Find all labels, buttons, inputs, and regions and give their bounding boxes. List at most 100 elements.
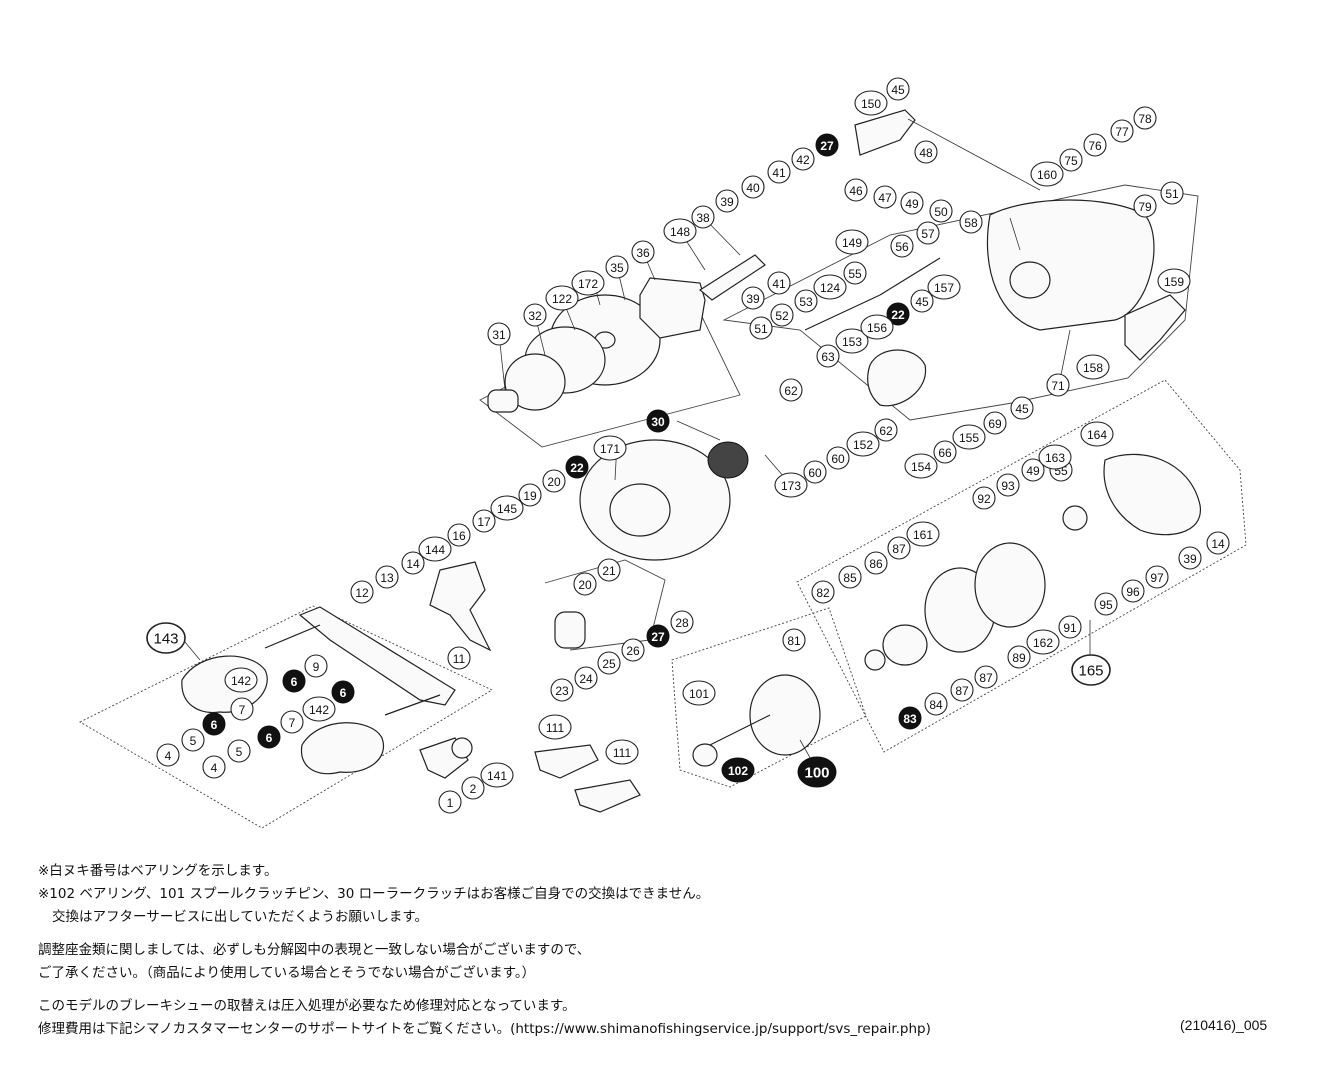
part-number-text: 66 <box>938 446 952 460</box>
part-label-circle <box>1083 133 1107 157</box>
part-label-144: 144 <box>418 536 452 562</box>
part-label-circle <box>815 133 839 157</box>
part-number-text: 122 <box>552 292 572 306</box>
part-label-155: 155 <box>952 424 986 450</box>
leader-line <box>907 118 1041 191</box>
part-label-57: 57 <box>916 221 940 245</box>
part-number-text: 171 <box>600 442 620 456</box>
part-label-circle <box>770 303 794 327</box>
part-label-circle <box>1038 444 1072 470</box>
part-label-circle <box>854 90 888 116</box>
part-number-text: 52 <box>775 309 789 323</box>
part-label-circle <box>1026 629 1060 655</box>
part-number-text: 2 <box>470 782 477 796</box>
part-number-text: 24 <box>579 672 593 686</box>
part-number-text: 85 <box>843 571 857 585</box>
part-label-45: 45 <box>886 77 910 101</box>
part-label-111: 111 <box>538 714 572 740</box>
part-number-text: 141 <box>487 769 507 783</box>
part-number-text: 69 <box>988 417 1002 431</box>
part-label-circle <box>959 210 983 234</box>
part-number-text: 148 <box>670 225 690 239</box>
level-wind-pipe <box>879 257 941 296</box>
part-label-20: 20 <box>573 572 597 596</box>
note-line: 調整座金類に関しましては、必ずしも分解図中の表現と一致しない場合がございますので… <box>38 942 591 958</box>
clutch-cam <box>867 349 927 407</box>
part-label-51: 51 <box>749 316 773 340</box>
part-label-87: 87 <box>887 536 911 560</box>
part-number-text: 159 <box>1164 275 1184 289</box>
part-label-circle <box>813 274 847 300</box>
part-label-58: 58 <box>959 210 983 234</box>
part-label-63: 63 <box>816 344 840 368</box>
part-label-circle <box>898 706 922 730</box>
part-number-text: 145 <box>497 502 517 516</box>
part-label-circle <box>950 678 974 702</box>
part-number-text: 150 <box>861 97 881 111</box>
part-number-text: 89 <box>1012 651 1026 665</box>
part-label-47: 47 <box>873 185 897 209</box>
part-label-circle <box>605 739 639 765</box>
part-label-79: 79 <box>1133 194 1157 218</box>
part-label-circle <box>1121 579 1145 603</box>
part-label-circle <box>302 696 336 722</box>
part-label-124: 124 <box>813 274 847 300</box>
part-number-text: 35 <box>610 261 624 275</box>
part-label-71: 71 <box>1046 373 1070 397</box>
part-number-text: 39 <box>1183 552 1197 566</box>
part-label-circle <box>741 175 765 199</box>
part-label-77: 77 <box>1110 119 1134 143</box>
part-label-circle <box>900 191 924 215</box>
part-label-148: 148 <box>663 218 697 244</box>
part-number-text: 95 <box>1099 598 1113 612</box>
part-label-165: 165 <box>1071 654 1111 686</box>
note-line: ご了承ください。（商品により使用している場合とそうでない場合がございます。） <box>38 965 536 981</box>
part-number-text: 153 <box>842 335 862 349</box>
part-label-56: 56 <box>890 234 914 258</box>
part-label-96: 96 <box>1121 579 1145 603</box>
part-label-circle <box>1021 458 1045 482</box>
part-label-circle <box>350 580 374 604</box>
part-label-38: 38 <box>691 205 715 229</box>
part-label-circle <box>835 328 869 354</box>
part-number-text: 111 <box>613 746 632 760</box>
note-line: ※102 ベアリング、101 スプールクラッチピン、30 ローラークラッチはお客… <box>38 886 710 902</box>
part-label-163: 163 <box>1038 444 1072 470</box>
part-label-circle <box>621 638 645 662</box>
spool-bearing-83 <box>864 649 886 671</box>
part-label-circle <box>803 460 827 484</box>
part-number-text: 164 <box>1087 428 1107 442</box>
part-number-text: 28 <box>675 616 689 630</box>
part-label-circle <box>906 521 940 547</box>
part-label-60: 60 <box>803 460 827 484</box>
parts-drawings <box>181 109 1201 813</box>
part-label-9: 9 <box>304 654 328 678</box>
part-label-86: 86 <box>864 551 888 575</box>
handle-assembly-group <box>79 605 493 829</box>
part-number-text: 75 <box>1064 154 1078 168</box>
part-label-39: 39 <box>715 189 739 213</box>
part-number-text: 6 <box>340 686 347 700</box>
part-label-51: 51 <box>1160 181 1184 205</box>
part-number-text: 161 <box>913 528 933 542</box>
side-cover-164 <box>1103 453 1201 536</box>
part-label-35: 35 <box>605 255 629 279</box>
part-number-text: 4 <box>211 761 218 775</box>
part-label-1: 1 <box>438 790 462 814</box>
part-label-circle <box>1080 421 1114 447</box>
part-label-circle <box>816 344 840 368</box>
part-label-91: 91 <box>1058 615 1082 639</box>
part-label-circle <box>1157 268 1191 294</box>
part-label-154: 154 <box>904 453 938 479</box>
part-label-circle <box>924 692 948 716</box>
part-label-12: 12 <box>350 580 374 604</box>
thumb-bar <box>854 109 916 156</box>
part-label-6: 6 <box>331 680 355 704</box>
part-number-text: 7 <box>289 716 296 730</box>
part-label-17: 17 <box>472 509 496 533</box>
part-label-62: 62 <box>779 378 803 402</box>
part-label-circle <box>794 289 818 313</box>
part-number-text: 39 <box>720 195 734 209</box>
roller-clutch <box>707 441 749 479</box>
part-label-circle <box>972 486 996 510</box>
